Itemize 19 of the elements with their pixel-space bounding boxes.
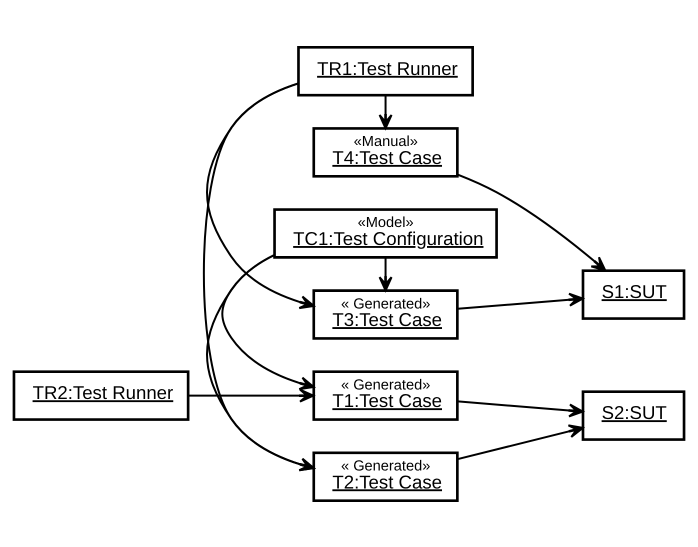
arrow (378, 257, 393, 291)
node-box: « Generated» T3:Test Case (312, 288, 459, 340)
arrow (188, 388, 314, 402)
node-box: TR1:Test Runner (297, 46, 474, 96)
node-box: «Manual» T4:Test Case (312, 126, 459, 178)
node-box: « Generated» T1:Test Case (312, 370, 459, 420)
arrow (378, 94, 393, 129)
arrow (206, 254, 315, 471)
arrow (458, 173, 606, 271)
arrow (458, 424, 584, 460)
arrow (202, 82, 315, 471)
node-box: S1:SUT (582, 268, 686, 320)
arrow (458, 292, 584, 310)
arrow (458, 400, 584, 417)
node-box: «Model» TC1:Test Configuration (273, 208, 498, 258)
arrow (221, 254, 315, 390)
node-box: S2:SUT (582, 390, 686, 440)
node-box: « Generated» T2:Test Case (312, 451, 459, 502)
node-box: TR2:Test Runner (12, 370, 190, 420)
